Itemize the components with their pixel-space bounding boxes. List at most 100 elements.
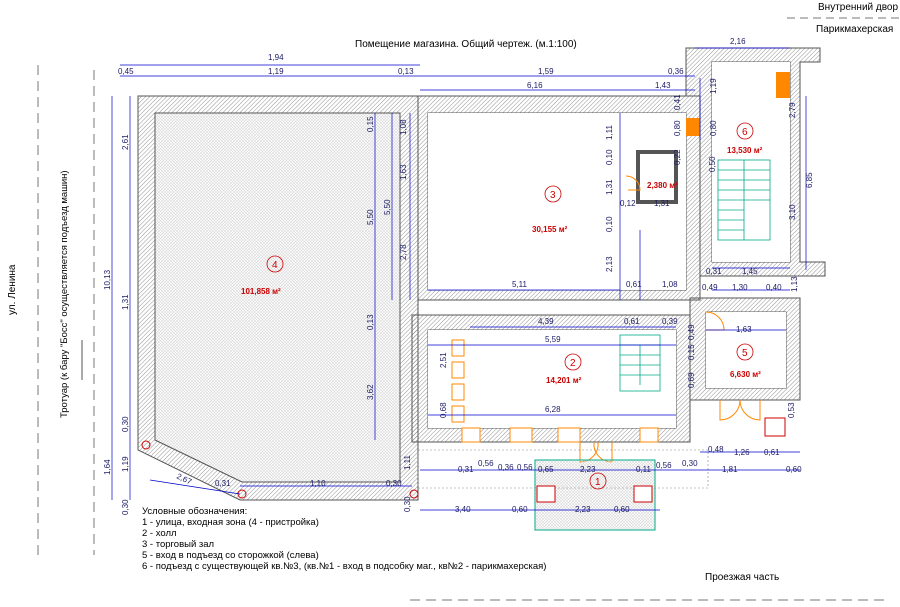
svg-text:0,48: 0,48	[708, 445, 724, 454]
svg-text:1,19: 1,19	[121, 456, 130, 472]
svg-text:6,16: 6,16	[527, 81, 543, 90]
svg-text:1,11: 1,11	[605, 124, 614, 140]
svg-text:1,43: 1,43	[655, 81, 671, 90]
svg-text:5,59: 5,59	[545, 335, 561, 344]
svg-text:0,61: 0,61	[626, 280, 642, 289]
svg-text:0,56: 0,56	[517, 463, 533, 472]
svg-text:0,30: 0,30	[386, 479, 402, 488]
svg-text:0,68: 0,68	[439, 402, 448, 418]
svg-text:2,23: 2,23	[580, 465, 596, 474]
svg-text:1,30: 1,30	[732, 283, 748, 292]
svg-text:5,50: 5,50	[383, 199, 392, 215]
svg-text:1,08: 1,08	[399, 119, 408, 135]
svg-text:1,31: 1,31	[654, 199, 670, 208]
svg-text:5,11: 5,11	[512, 280, 528, 289]
svg-text:4,39: 4,39	[538, 317, 554, 326]
svg-text:1,31: 1,31	[121, 294, 130, 310]
svg-text:1,10: 1,10	[310, 479, 326, 488]
svg-text:2,51: 2,51	[439, 352, 448, 368]
room-4-walls	[137, 95, 419, 501]
guard-room-area: 2,380 м²	[647, 181, 678, 190]
barber-label: Парикмахерская	[816, 24, 893, 35]
svg-text:10,13: 10,13	[103, 269, 112, 290]
svg-text:1,59: 1,59	[538, 67, 554, 76]
svg-text:0,13: 0,13	[366, 314, 375, 330]
room-labels: 4 101,858 м² 3 30,155 м² 2 14,201 м² 6 1…	[241, 122, 763, 490]
svg-text:2,23: 2,23	[575, 505, 591, 514]
room-1-number: 1	[595, 477, 601, 488]
svg-text:0,10: 0,10	[605, 149, 614, 165]
door-room6-left	[686, 118, 700, 136]
room-4-number: 4	[272, 260, 278, 271]
svg-text:0,80: 0,80	[709, 120, 718, 136]
svg-text:0,22: 0,22	[673, 149, 682, 165]
svg-text:1,19: 1,19	[268, 67, 284, 76]
room-6-number: 6	[742, 127, 748, 138]
room-6-area: 13,530 м²	[727, 146, 763, 155]
room-2-area: 14,201 м²	[546, 376, 582, 385]
svg-text:1,63: 1,63	[736, 325, 752, 334]
courtyard-label: Внутренний двор	[818, 2, 898, 13]
svg-text:0,80: 0,80	[673, 120, 682, 136]
room-3-area: 30,155 м²	[532, 225, 568, 234]
svg-text:0,69: 0,69	[687, 372, 696, 388]
svg-text:3,40: 3,40	[455, 505, 471, 514]
svg-text:2,79: 2,79	[788, 102, 797, 118]
svg-text:0,60: 0,60	[512, 505, 528, 514]
svg-text:0,30: 0,30	[121, 499, 130, 515]
svg-text:1,19: 1,19	[709, 78, 718, 94]
sidewalk-label: Тротуар (к бару "Босс" осуществляется по…	[59, 170, 70, 418]
svg-text:5,50: 5,50	[366, 209, 375, 225]
svg-text:0,56: 0,56	[656, 461, 672, 470]
svg-text:0,56: 0,56	[478, 459, 494, 468]
room-4-floor	[155, 113, 400, 482]
room-2-number: 2	[570, 358, 576, 369]
svg-text:1,94: 1,94	[268, 53, 284, 62]
svg-text:0,36: 0,36	[498, 463, 514, 472]
guard-room-walls	[636, 150, 678, 204]
svg-text:0,31: 0,31	[706, 267, 722, 276]
room-5-floor	[706, 312, 786, 388]
svg-text:0,30: 0,30	[403, 496, 412, 512]
room-4-area: 101,858 м²	[241, 287, 281, 296]
drawing-title: Помещение магазина. Общий чертеж. (м.1:1…	[355, 38, 577, 50]
svg-text:0,12: 0,12	[620, 199, 636, 208]
svg-text:2,13: 2,13	[605, 256, 614, 272]
svg-text:1,08: 1,08	[662, 280, 678, 289]
svg-text:0,15: 0,15	[687, 344, 696, 360]
room-2-floor	[428, 330, 676, 428]
svg-text:0,13: 0,13	[398, 67, 414, 76]
room-3-number: 3	[550, 190, 556, 201]
svg-text:0,30: 0,30	[682, 459, 698, 468]
svg-text:1,64: 1,64	[103, 459, 112, 475]
legend-title: Условные обозначения:	[142, 506, 248, 517]
svg-text:1,31: 1,31	[605, 179, 614, 195]
svg-text:2,61: 2,61	[121, 134, 130, 150]
legend-item-6: 6 - подъезд с существующей кв.№3, (кв.№1…	[142, 561, 547, 572]
svg-text:1,13: 1,13	[790, 276, 799, 292]
window-markers	[536, 417, 786, 503]
dimension-labels: 1,94 0,45 1,19 0,13 1,59 0,36 6,16 1,43 …	[103, 37, 814, 515]
svg-text:0,65: 0,65	[538, 465, 554, 474]
svg-text:0,50: 0,50	[708, 156, 717, 172]
svg-text:0,41: 0,41	[673, 94, 682, 110]
svg-text:2,78: 2,78	[399, 244, 408, 260]
legend: Условные обозначения: 1 - улица, входная…	[142, 506, 582, 572]
room-5-number: 5	[742, 348, 748, 359]
legend-item-5: 5 - вход в подъезд со сторожкой (слева)	[142, 550, 319, 561]
entrance-ramp	[417, 449, 709, 489]
svg-text:0,30: 0,30	[121, 416, 130, 432]
svg-text:0,60: 0,60	[786, 465, 802, 474]
door-room6-right	[776, 72, 790, 98]
room-5-area: 6,630 м²	[730, 370, 761, 379]
dimension-lines	[111, 47, 807, 511]
room-2-windows	[451, 339, 659, 443]
svg-text:0,45: 0,45	[118, 67, 134, 76]
svg-text:0,39: 0,39	[662, 317, 678, 326]
svg-text:0,15: 0,15	[366, 116, 375, 132]
svg-text:0,31: 0,31	[215, 479, 231, 488]
svg-text:0,11: 0,11	[636, 465, 652, 474]
legend-item-1: 1 - улица, входная зона (4 - пристройка)	[142, 517, 319, 528]
svg-text:0,49: 0,49	[687, 324, 696, 340]
